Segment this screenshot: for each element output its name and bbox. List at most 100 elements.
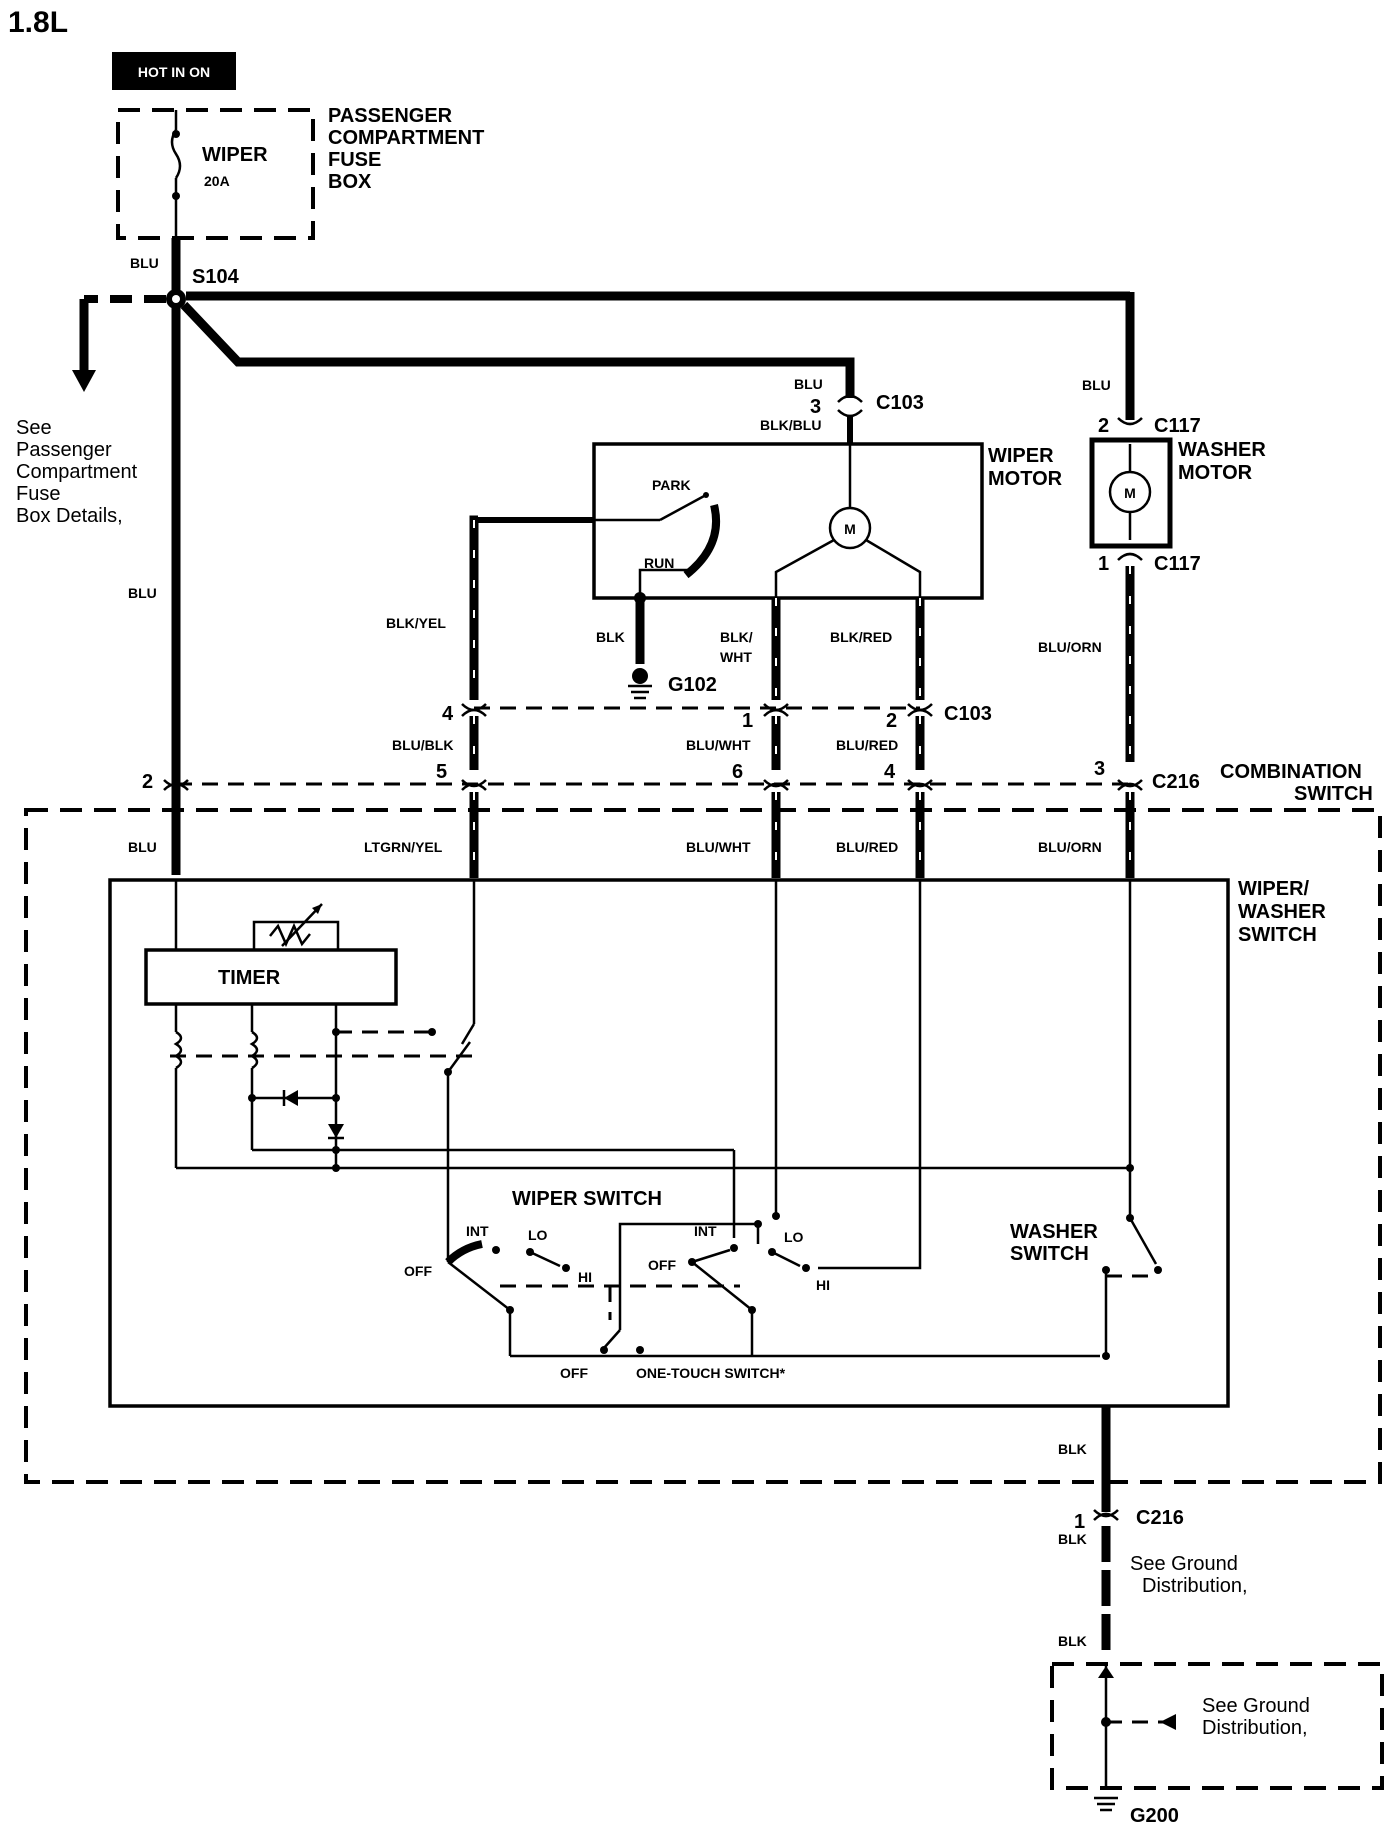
- see-fuse-5: Box Details,: [16, 505, 123, 527]
- hi-left-label: HI: [578, 1269, 592, 1285]
- hot-in-on-label: HOT IN ON: [138, 64, 210, 80]
- wiper-switch-left-contact: [445, 1240, 483, 1265]
- ground-g102: G102: [668, 674, 717, 696]
- one-touch-label: ONE-TOUCH SWITCH*: [636, 1365, 786, 1381]
- see-ground-2-line1: See Ground: [1202, 1695, 1310, 1717]
- wire-blu-orn-lower: BLU/ORN: [1038, 839, 1102, 855]
- wire-ltgrn-yel: LTGRN/YEL: [364, 839, 443, 855]
- c216-bottom-label: C216: [1136, 1507, 1184, 1529]
- c117-bottom-label: C117: [1154, 553, 1201, 575]
- wws-label-2: WASHER: [1238, 901, 1326, 923]
- wire-blu-wht-upper: BLU/WHT: [686, 737, 751, 753]
- wire-blk-c216: BLK: [1058, 1531, 1087, 1547]
- wire-blk-yel: BLK/YEL: [386, 615, 446, 631]
- fuse-box-label-4: BOX: [328, 171, 372, 193]
- park-label: PARK: [652, 477, 691, 493]
- washer-motor-label-2: MOTOR: [1178, 462, 1253, 484]
- see-fuse-2: Passenger: [16, 439, 112, 461]
- c117-pin1: 1: [1098, 553, 1109, 575]
- off-left-label: OFF: [404, 1263, 432, 1279]
- wiper-motor-icon: [828, 506, 872, 550]
- run-label: RUN: [644, 555, 674, 571]
- wire-blu-red-lower: BLU/RED: [836, 839, 898, 855]
- washer-switch-label-2: SWITCH: [1010, 1243, 1089, 1265]
- c216-label: C216: [1152, 771, 1200, 793]
- wiper-motor-symbol: M: [844, 521, 856, 537]
- wire-blu-orn: BLU/ORN: [1038, 639, 1102, 655]
- int-left-label: INT: [466, 1223, 489, 1239]
- fuse-box-outline: [116, 108, 315, 240]
- wws-label-1: WIPER/: [1238, 878, 1310, 900]
- washer-motor-box: [1089, 437, 1173, 549]
- washer-switch-label-1: WASHER: [1010, 1221, 1098, 1243]
- splice-s104: S104: [192, 266, 240, 288]
- combination-switch-label-1: COMBINATION: [1220, 761, 1362, 783]
- c103-mid-label: C103: [944, 703, 992, 725]
- wiper-switch-title: WIPER SWITCH: [512, 1188, 662, 1210]
- diode-icon: [284, 1090, 298, 1106]
- diode-icon: [328, 1124, 344, 1138]
- c117-top-label: C117: [1154, 415, 1201, 437]
- wire-blk-blu: BLK/BLU: [760, 417, 821, 433]
- variable-resistor-icon: [269, 922, 311, 948]
- wire-blu-wht-lower: BLU/WHT: [686, 839, 751, 855]
- wiper-motor-label-2: MOTOR: [988, 468, 1063, 490]
- timer-box: [144, 948, 398, 1006]
- c103-top-label: C103: [876, 392, 924, 414]
- wiper-washer-switch-box: [108, 878, 1230, 1408]
- ground-g200-box: [1050, 1662, 1384, 1790]
- washer-motor-symbol: M: [1124, 485, 1136, 501]
- see-ground-2-line2: Distribution,: [1202, 1717, 1308, 1739]
- run-contact: [683, 504, 721, 579]
- off-right-label: OFF: [648, 1257, 676, 1273]
- combination-switch-label-2: SWITCH: [1294, 783, 1373, 805]
- wire-blk-ground-box: BLK: [1058, 1633, 1087, 1649]
- wire-blu-blk: BLU/BLK: [392, 737, 453, 753]
- lo-left-label: LO: [528, 1227, 548, 1243]
- wire-blu-washer: BLU: [1082, 377, 1111, 393]
- off-bottom-label: OFF: [560, 1365, 588, 1381]
- wire-blu-red-upper: BLU/RED: [836, 737, 898, 753]
- wire-blk-red: BLK/RED: [830, 629, 892, 645]
- c216-pin3: 3: [1094, 758, 1105, 780]
- c216-pin4: 4: [884, 761, 896, 783]
- c216-pin2: 2: [142, 771, 153, 793]
- c117-pin2: 2: [1098, 415, 1109, 437]
- lo-right-label: LO: [784, 1229, 804, 1245]
- wire-blk-ground: BLK: [596, 629, 625, 645]
- fuse-symbol: [170, 129, 182, 179]
- coil-1: [173, 1030, 183, 1070]
- fuse-box-label-3: FUSE: [328, 149, 381, 171]
- see-ground-1-line1: See Ground: [1130, 1553, 1238, 1575]
- c216-pin1: 1: [1074, 1511, 1085, 1533]
- washer-motor-label-1: WASHER: [1178, 439, 1266, 461]
- c103-pin1: 1: [742, 710, 753, 732]
- c103-pin4: 4: [442, 703, 454, 725]
- timer-label: TIMER: [218, 967, 281, 989]
- int-right-label: INT: [694, 1223, 717, 1239]
- combination-switch-outline: [24, 808, 1382, 1484]
- see-fuse-3: Compartment: [16, 461, 138, 483]
- c216-pin5: 5: [436, 761, 447, 783]
- wws-label-3: SWITCH: [1238, 924, 1317, 946]
- fuse-box-label-1: PASSENGER: [328, 105, 453, 127]
- arrow-down-icon: [72, 370, 96, 392]
- wire-blk-switch: BLK: [1058, 1441, 1087, 1457]
- see-fuse-1: See: [16, 417, 52, 439]
- washer-motor-icon: [1108, 470, 1152, 514]
- see-ground-1-line2: Distribution,: [1142, 1575, 1248, 1597]
- fuse-name: WIPER: [202, 144, 268, 166]
- coil-2: [249, 1030, 259, 1070]
- wire-blu-c103: BLU: [794, 376, 823, 392]
- hot-in-on-box: [112, 52, 236, 90]
- fuse-box-label-2: COMPARTMENT: [328, 127, 484, 149]
- hi-right-label: HI: [816, 1277, 830, 1293]
- ground-g200: G200: [1130, 1805, 1179, 1826]
- wire-blu-top: BLU: [130, 255, 159, 271]
- c103-pin2: 2: [886, 710, 897, 732]
- wire-blk-wht-2: WHT: [720, 649, 752, 665]
- wire-blu-combo: BLU: [128, 839, 157, 855]
- c216-pin6: 6: [732, 761, 743, 783]
- see-fuse-4: Fuse: [16, 483, 60, 505]
